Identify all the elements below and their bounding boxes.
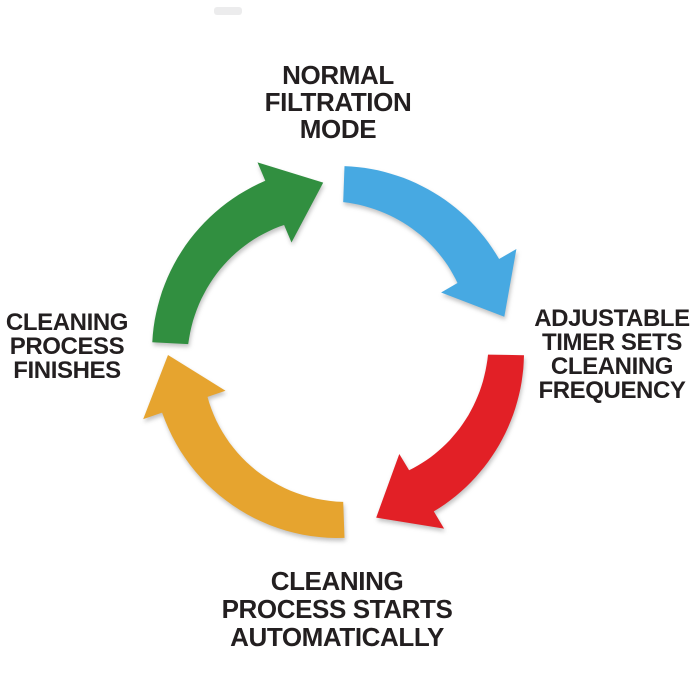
green-arrow-left-to-top [152,162,324,345]
label-line: NORMAL [282,60,394,90]
label-line: FILTRATION [264,87,412,117]
label-line: CLEANING [550,353,674,380]
label-line: FINISHES [13,357,121,384]
orange-arrow-bottom-to-left [143,355,345,538]
faint-artifact [214,7,242,15]
label-line: ADJUSTABLE [534,305,690,332]
red-arrow-right-to-bottom [376,354,524,529]
label-line: FREQUENCY [538,377,686,404]
step-label-cleaning-finishes: CLEANING PROCESS FINISHES [5,309,129,384]
label-line: PROCESS STARTS [221,594,453,624]
label-line: AUTOMATICALLY [230,622,444,652]
blue-arrow-top-to-right [343,166,517,317]
label-line: CLEANING [5,309,129,336]
label-line: TIMER SETS [541,329,683,356]
step-label-normal-filtration-mode: NORMAL FILTRATION MODE [265,62,412,143]
label-line: PROCESS [9,333,125,360]
step-label-cleaning-starts: CLEANING PROCESS STARTS AUTOMATICALLY [222,567,453,651]
label-line: MODE [299,114,377,144]
label-line: CLEANING [270,566,404,596]
step-label-adjustable-timer: ADJUSTABLE TIMER SETS CLEANING FREQUENCY [534,307,690,403]
